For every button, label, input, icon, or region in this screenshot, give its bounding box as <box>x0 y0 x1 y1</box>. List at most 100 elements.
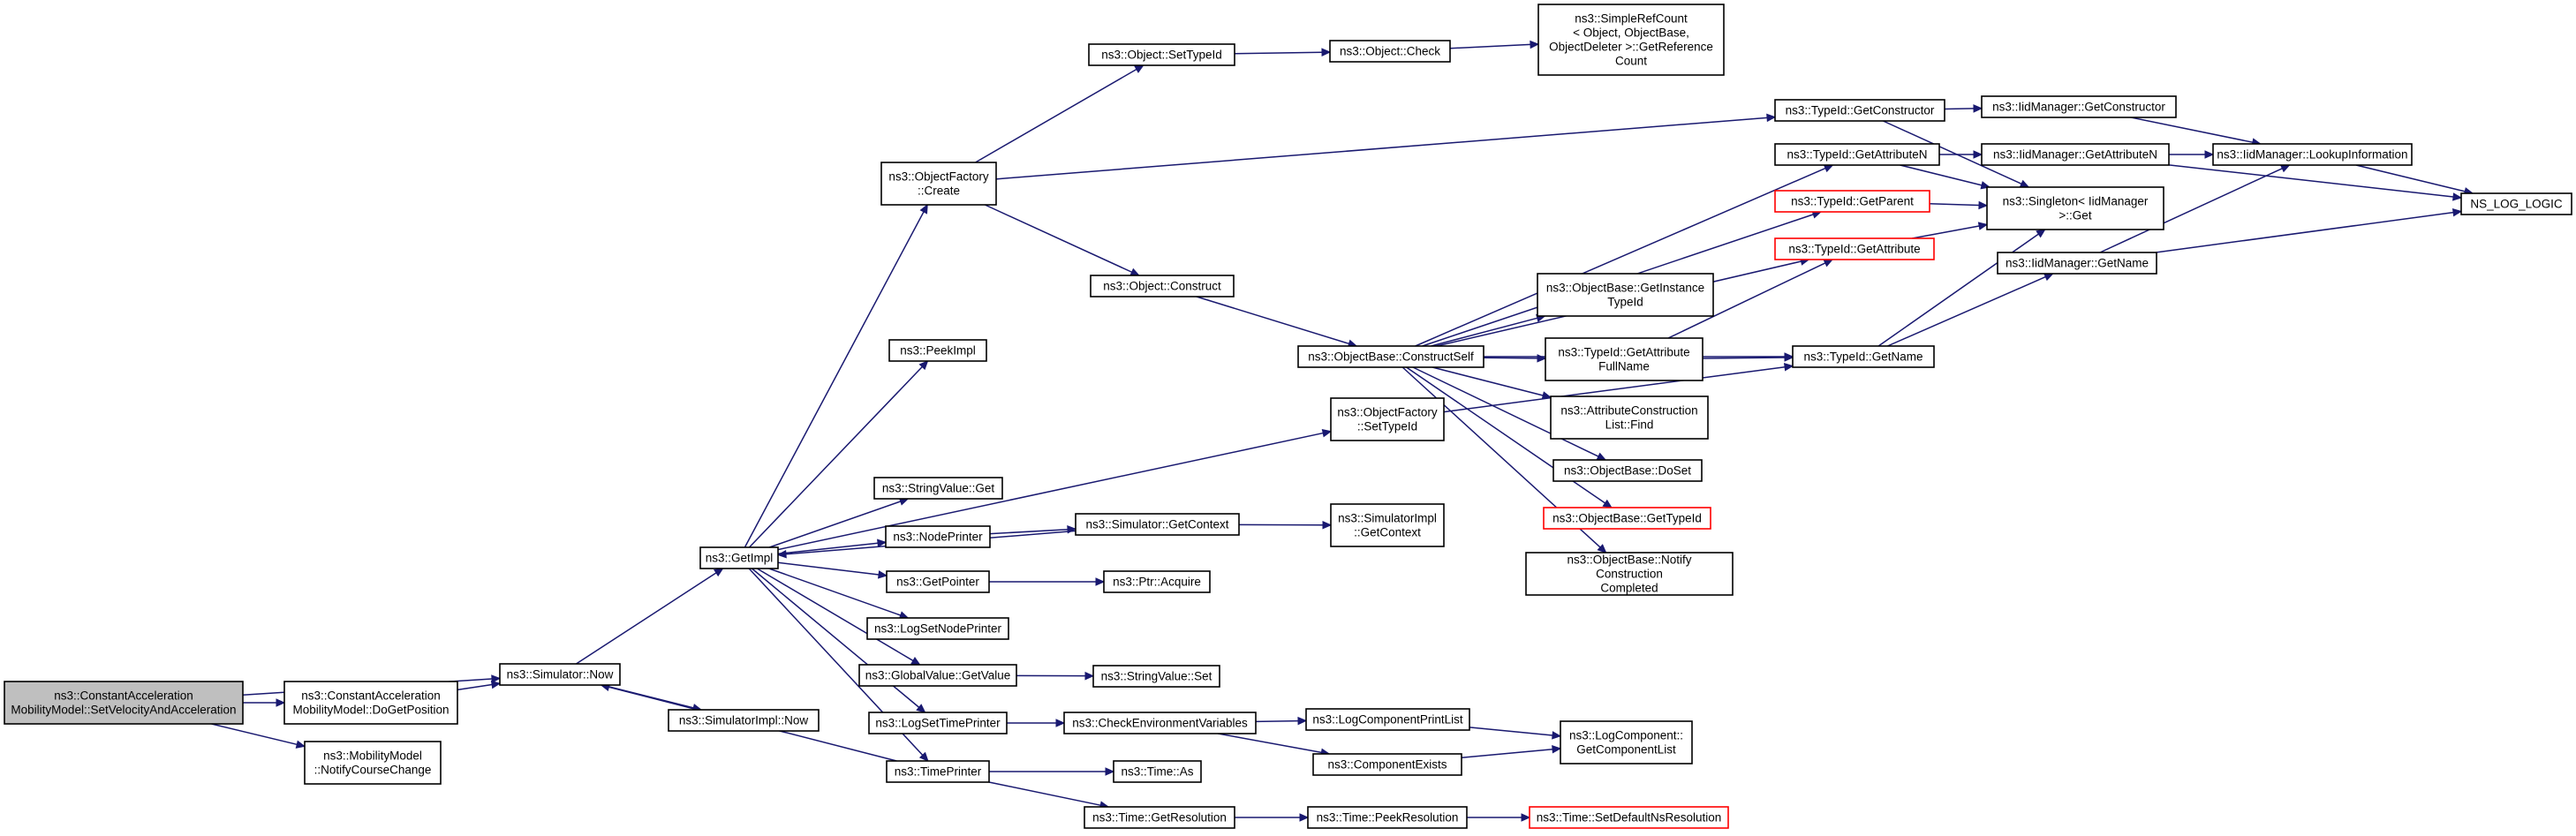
node-doGetPosition[interactable]: ns3::ConstantAccelerationMobilityModel::… <box>283 681 458 725</box>
node-typeIdGetConstructor[interactable]: ns3::TypeId::GetConstructor <box>1774 99 1945 122</box>
node-nsLogLogic[interactable]: NS_LOG_LOGIC <box>2460 192 2572 215</box>
node-notifyCourseChange[interactable]: ns3::MobilityModel::NotifyCourseChange <box>304 741 442 785</box>
node-box[interactable] <box>868 712 1008 734</box>
node-box[interactable] <box>1525 552 1734 596</box>
node-typeIdGetAttributeN[interactable]: ns3::TypeId::GetAttributeN <box>1774 143 1940 166</box>
node-box[interactable] <box>886 570 990 593</box>
node-typeIdGetAttribute[interactable]: ns3::TypeId::GetAttribute <box>1774 237 1935 260</box>
node-objFactoryCreate[interactable]: ns3::ObjectFactory::Create <box>880 162 997 206</box>
node-box[interactable] <box>1092 665 1220 688</box>
node-box[interactable] <box>499 663 621 686</box>
node-objBaseDoSet[interactable]: ns3::ObjectBase::DoSet <box>1552 459 1703 482</box>
node-box[interactable] <box>1537 4 1725 76</box>
node-ptrAcquire[interactable]: ns3::Ptr::Acquire <box>1103 570 1211 593</box>
node-simGetContext[interactable]: ns3::Simulator::GetContext <box>1075 513 1240 536</box>
node-box[interactable] <box>1529 806 1729 829</box>
node-objSetTypeId[interactable]: ns3::Object::SetTypeId <box>1088 43 1235 66</box>
node-box[interactable] <box>1774 143 1940 166</box>
node-box[interactable] <box>1981 95 2177 118</box>
node-box[interactable] <box>1113 760 1202 783</box>
node-componentExists[interactable]: ns3::ComponentExists <box>1312 753 1462 776</box>
node-globalValueGetValue[interactable]: ns3::GlobalValue::GetValue <box>858 664 1017 687</box>
node-box[interactable] <box>1552 459 1703 482</box>
node-logSetNodePrinter[interactable]: ns3::LogSetNodePrinter <box>866 617 1009 640</box>
node-typeIdGetName[interactable]: ns3::TypeId::GetName <box>1792 345 1935 368</box>
node-box[interactable] <box>1774 99 1945 122</box>
node-box[interactable] <box>873 477 1003 500</box>
node-box[interactable] <box>2460 192 2572 215</box>
node-box[interactable] <box>1297 345 1484 368</box>
node-box[interactable] <box>1330 397 1445 441</box>
node-objBaseNotifyConstructionCompleted[interactable]: ns3::ObjectBase::NotifyConstructionCompl… <box>1525 552 1734 596</box>
node-logComponentGetList[interactable]: ns3::LogComponent::GetComponentList <box>1560 720 1693 764</box>
node-box[interactable] <box>1986 186 2164 230</box>
node-box[interactable] <box>1545 337 1703 381</box>
node-checkEnvVars[interactable]: ns3::CheckEnvironmentVariables <box>1063 712 1257 734</box>
node-box[interactable] <box>1088 43 1235 66</box>
node-nodePrinter[interactable]: ns3::NodePrinter <box>885 525 991 548</box>
node-timeGetResolution[interactable]: ns3::Time::GetResolution <box>1084 806 1235 829</box>
node-timeAs[interactable]: ns3::Time::As <box>1113 760 1202 783</box>
node-singletonGet[interactable]: ns3::Singleton< IidManager>::Get <box>1986 186 2164 230</box>
node-simNow[interactable]: ns3::Simulator::Now <box>499 663 621 686</box>
node-iidGetConstructor[interactable]: ns3::IidManager::GetConstructor <box>1981 95 2177 118</box>
node-box[interactable] <box>1543 507 1711 530</box>
node-stringValueSet[interactable]: ns3::StringValue::Set <box>1092 665 1220 688</box>
node-box[interactable] <box>1330 503 1445 547</box>
node-getImpl[interactable]: ns3::GetImpl <box>699 546 779 569</box>
node-box[interactable] <box>888 339 987 362</box>
node-box[interactable] <box>1560 720 1693 764</box>
node-objFactorySetTypeId[interactable]: ns3::ObjectFactory::SetTypeId <box>1330 397 1445 441</box>
node-iidLookupInformation[interactable]: ns3::IidManager::LookupInformation <box>2212 143 2413 166</box>
node-logSetTimePrinter[interactable]: ns3::LogSetTimePrinter <box>868 712 1008 734</box>
node-box[interactable] <box>699 546 779 569</box>
node-simImplGetContext[interactable]: ns3::SimulatorImpl::GetContext <box>1330 503 1445 547</box>
node-box[interactable] <box>4 681 244 725</box>
node-box[interactable] <box>304 741 442 785</box>
node-typeIdGetParent[interactable]: ns3::TypeId::GetParent <box>1774 190 1930 213</box>
node-timePeekResolution[interactable]: ns3::Time::PeekResolution <box>1307 806 1468 829</box>
node-box[interactable] <box>1103 570 1211 593</box>
node-timePrinter[interactable]: ns3::TimePrinter <box>886 760 990 783</box>
node-box[interactable] <box>1075 513 1240 536</box>
node-box[interactable] <box>1084 806 1235 829</box>
node-box[interactable] <box>1774 190 1930 213</box>
node-objBaseGetTypeId[interactable]: ns3::ObjectBase::GetTypeId <box>1543 507 1711 530</box>
node-logCompPrintList[interactable]: ns3::LogComponentPrintList <box>1305 708 1470 731</box>
node-box[interactable] <box>1307 806 1468 829</box>
node-box[interactable] <box>1997 252 2157 275</box>
node-box[interactable] <box>886 760 990 783</box>
node-simImplNow[interactable]: ns3::SimulatorImpl::Now <box>668 709 820 732</box>
node-box[interactable] <box>1329 40 1451 63</box>
node-box[interactable] <box>283 681 458 725</box>
node-box[interactable] <box>880 162 997 206</box>
node-root[interactable]: ns3::ConstantAccelerationMobilityModel::… <box>4 681 244 725</box>
node-stringValueGet[interactable]: ns3::StringValue::Get <box>873 477 1003 500</box>
node-box[interactable] <box>1550 395 1709 440</box>
node-box[interactable] <box>1305 708 1470 731</box>
node-objBaseConstructSelf[interactable]: ns3::ObjectBase::ConstructSelf <box>1297 345 1484 368</box>
node-timeSetDefaultNsResolution[interactable]: ns3::Time::SetDefaultNsResolution <box>1529 806 1729 829</box>
node-simpleRefCount[interactable]: ns3::SimpleRefCount< Object, ObjectBase,… <box>1537 4 1725 76</box>
node-box[interactable] <box>1981 143 2170 166</box>
node-box[interactable] <box>668 709 820 732</box>
node-box[interactable] <box>1312 753 1462 776</box>
node-objCheck[interactable]: ns3::Object::Check <box>1329 40 1451 63</box>
node-getPointer[interactable]: ns3::GetPointer <box>886 570 990 593</box>
node-box[interactable] <box>885 525 991 548</box>
node-box[interactable] <box>1090 275 1235 297</box>
node-box[interactable] <box>2212 143 2413 166</box>
node-box[interactable] <box>858 664 1017 687</box>
node-box[interactable] <box>1537 273 1714 317</box>
node-iidGetAttributeN[interactable]: ns3::IidManager::GetAttributeN <box>1981 143 2170 166</box>
node-box[interactable] <box>1792 345 1935 368</box>
node-box[interactable] <box>1774 237 1935 260</box>
node-iidGetName[interactable]: ns3::IidManager::GetName <box>1997 252 2157 275</box>
node-box[interactable] <box>866 617 1009 640</box>
node-objConstruct[interactable]: ns3::Object::Construct <box>1090 275 1235 297</box>
node-peekImpl[interactable]: ns3::PeekImpl <box>888 339 987 362</box>
node-box[interactable] <box>1063 712 1257 734</box>
